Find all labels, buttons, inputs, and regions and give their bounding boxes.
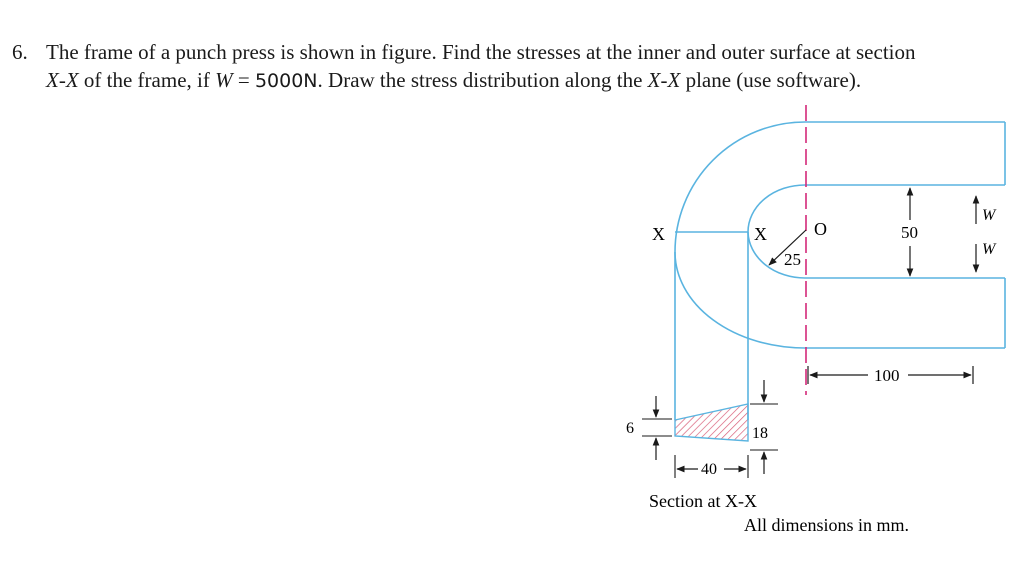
label-40: 40 [701,461,717,478]
question-text-2b: . Draw the stress distribution along the [317,68,648,92]
symbol-w: W [215,68,233,92]
section-trapezoid [674,403,749,442]
section-caption: Section at X-X [649,491,757,511]
question-number: 6. [12,40,28,64]
dimensions-note: All dimensions in mm. [744,515,909,535]
frame-inner-lower-curve [747,231,1005,279]
question-text-1: The frame of a punch press is shown in f… [46,40,916,64]
symbol-x4: X [667,68,681,92]
question-text-2c: plane (use software). [680,68,862,92]
question-line-2: X-X of the frame, if W = 5000N. Draw the… [46,68,861,93]
frame-inner-curve [747,184,1005,420]
label-w-bottom: W [982,241,997,258]
load-value: 5000N [254,70,318,92]
radius-arrow [768,229,807,266]
frame-outer-curve [674,121,1005,420]
label-w-top: W [982,207,997,224]
question-line-1: The frame of a punch press is shown in f… [46,40,916,65]
frame-outer-lower-curve [674,251,1005,349]
symbol-x1: X [46,68,59,92]
label-x-outer: X [652,224,665,244]
symbol-x2: X [65,68,79,92]
dash-1: - [58,68,66,92]
label-100: 100 [874,366,900,385]
question-text-2a: of the frame, if [78,68,216,92]
frame-outline [674,121,1006,420]
label-50: 50 [901,223,918,242]
equals-sign: = [232,68,255,92]
label-radius: 25 [784,250,801,269]
symbol-x3: X [647,68,661,92]
label-6: 6 [626,420,634,437]
label-o: O [814,219,827,239]
label-x-inner: X [754,224,767,244]
label-18: 18 [752,425,768,442]
dash-2: - [660,68,668,92]
